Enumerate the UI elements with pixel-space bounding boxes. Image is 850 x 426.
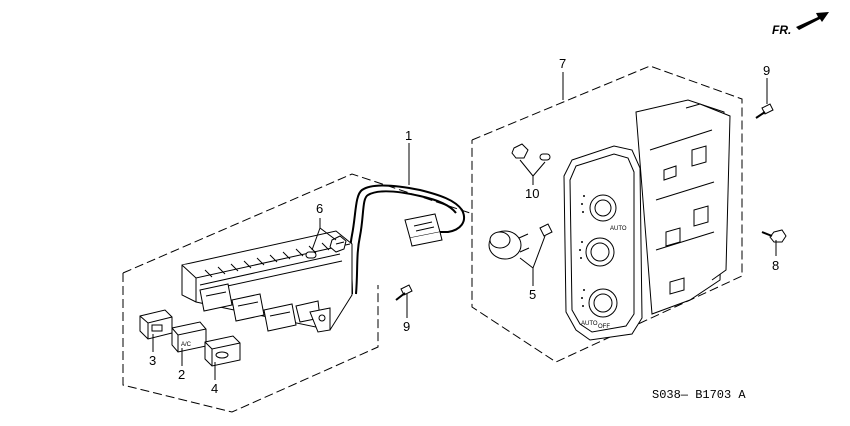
harness-connector — [404, 213, 443, 247]
left-assembly-outline — [122, 173, 471, 413]
callout-7: 7 — [559, 56, 566, 71]
switch-3 — [139, 309, 173, 340]
climate-control-panel: AUTO AUTO OFF — [563, 99, 731, 341]
temperature-knob — [589, 194, 617, 222]
bolt-8 — [761, 229, 787, 243]
knob-5 — [488, 230, 530, 260]
screw-9-left — [395, 284, 413, 301]
leader-lines — [152, 72, 777, 380]
callout-8: 8 — [772, 258, 779, 273]
callout-10: 10 — [525, 186, 539, 201]
callout-6: 6 — [316, 201, 323, 216]
callout-4: 4 — [211, 381, 218, 396]
fan-knob — [585, 237, 615, 267]
callout-labels: 1 2 3 4 5 6 7 8 9 9 10 — [149, 56, 779, 396]
right-assembly-outline — [471, 65, 743, 363]
switch-2: A/C — [171, 321, 207, 353]
switch-4 — [204, 335, 241, 367]
front-direction-marker: FR. — [772, 12, 829, 37]
screw-9-right — [755, 103, 774, 119]
ac-marking: A/C — [181, 342, 192, 348]
bulb-6 — [305, 235, 347, 259]
spring-5 — [539, 223, 553, 237]
front-marker-text: FR. — [772, 23, 791, 37]
callout-5: 5 — [529, 287, 536, 302]
mode-knob — [588, 288, 618, 318]
callout-2: 2 — [178, 367, 185, 382]
bulb-10 — [511, 143, 551, 161]
callout-9-left: 9 — [403, 319, 410, 334]
diagram-code: S038— B1703 A — [652, 388, 746, 402]
auto-marking-bottom: AUTO — [581, 321, 598, 327]
front-arrow-icon — [796, 12, 829, 30]
callout-1: 1 — [405, 128, 412, 143]
scale-dots — [579, 195, 585, 307]
callout-9-right: 9 — [763, 63, 770, 78]
callout-3: 3 — [149, 353, 156, 368]
off-marking: OFF — [598, 324, 610, 330]
auto-marking-top: AUTO — [610, 226, 627, 232]
